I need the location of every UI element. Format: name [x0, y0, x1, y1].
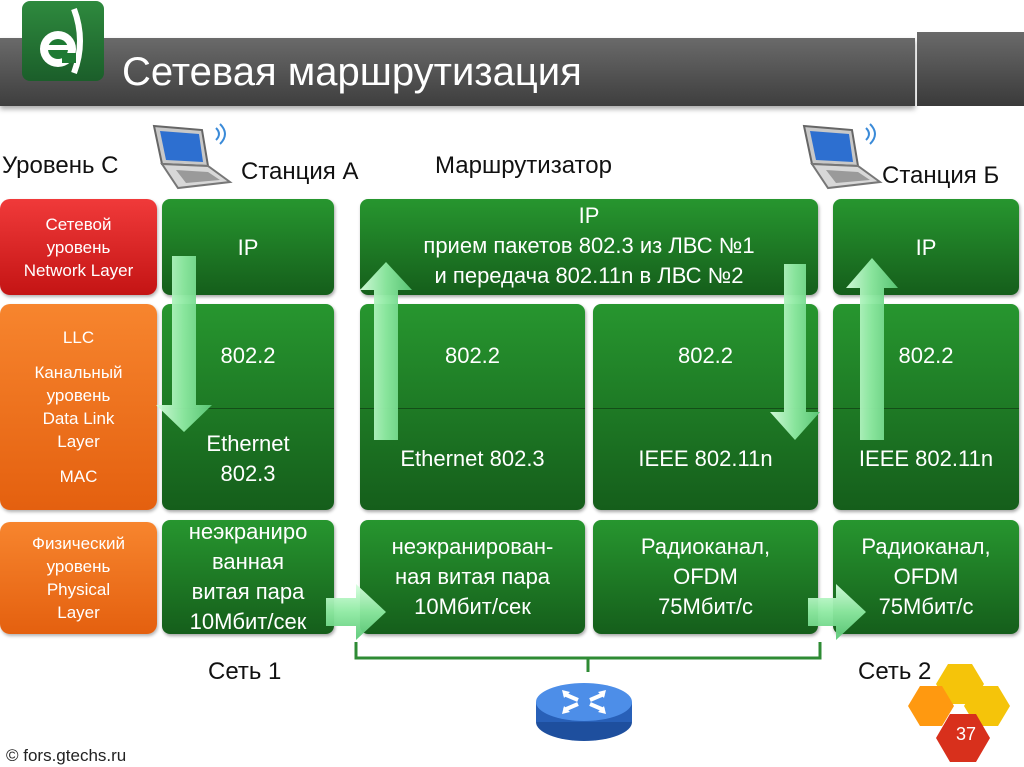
physical-layer-line: Physical	[46, 580, 111, 599]
network-layer-line: уровень	[46, 237, 111, 257]
datalink-layer-line: MAC	[59, 467, 98, 486]
block-text: прием пакетов 802.3 из ЛВС №1	[423, 233, 755, 258]
physical-layer-line: Layer	[57, 603, 100, 622]
station-a-physical-block: неэкраниро ванная витая пара 10Мбит/сек	[162, 519, 334, 634]
block-text: витая пара	[191, 579, 305, 604]
logo-icon	[22, 1, 104, 81]
physical-layer-line: Физический	[32, 534, 125, 553]
datalink-layer-line: LLC	[62, 328, 95, 347]
router-icon	[534, 678, 634, 749]
station-b-physical-block: Радиоканал, OFDM 75Мбит/с	[833, 520, 1019, 634]
router-right-physical-block: Радиоканал, OFDM 75Мбит/с	[593, 520, 818, 634]
station-b-datalink-block: 802.2 IEEE 802.11n	[833, 304, 1019, 510]
block-text: неэкраниро	[188, 519, 308, 544]
block-text: 802.2	[898, 343, 954, 368]
laptop-icon	[800, 122, 884, 197]
block-text: 802.2	[220, 343, 276, 368]
block-text: Ethernet 802.3	[400, 446, 545, 471]
source-footer: © fors.gtechs.ru	[6, 746, 127, 765]
physical-layer-line: уровень	[46, 557, 111, 576]
block-text: 802.2	[444, 343, 501, 368]
level-label: Уровень С	[2, 152, 119, 179]
datalink-layer-line: Канальный	[34, 363, 123, 382]
block-text: IP	[237, 235, 259, 260]
station-b-label: Станция Б	[882, 162, 1000, 189]
datalink-layer-line: Layer	[57, 432, 100, 451]
block-text: 10Мбит/сек	[414, 594, 531, 619]
page-title: Сетевая маршрутизация	[122, 50, 582, 94]
block-text: ванная	[211, 549, 285, 574]
block-text: Радиоканал,	[640, 534, 771, 559]
router-right-datalink-block: 802.2 IEEE 802.11n	[593, 304, 818, 510]
datalink-layer-box: LLC Канальный уровень Data Link Layer MA…	[0, 304, 157, 510]
block-text: Радиоканал,	[861, 534, 991, 559]
block-text: ная витая пара	[394, 564, 551, 589]
block-text: IP	[915, 235, 937, 260]
station-a-ip-block: IP	[162, 199, 334, 295]
network-layer-line: Network Layer	[23, 260, 134, 280]
router-bracket	[354, 642, 822, 672]
network-2-label: Сеть 2	[858, 658, 932, 685]
title-bar-end	[917, 32, 1024, 106]
hexagon-decoration	[908, 664, 1010, 762]
station-b-ip-block: IP	[833, 199, 1019, 295]
block-text: OFDM	[673, 564, 738, 589]
station-a-datalink-block: 802.2 Ethernet 802.3	[162, 304, 334, 510]
block-text: IEEE 802.11n	[858, 446, 994, 471]
datalink-layer-line: Data Link	[42, 409, 115, 428]
block-text: неэкранирован-	[391, 534, 554, 559]
router-label: Маршрутизатор	[435, 152, 612, 179]
block-text: 802.3	[220, 461, 276, 486]
block-text: 75Мбит/с	[658, 594, 753, 619]
physical-layer-box: Физический уровень Physical Layer	[0, 522, 157, 634]
block-text: 802.2	[677, 343, 734, 368]
block-text: IEEE 802.11n	[638, 446, 773, 471]
network-layer-box: Сетевой уровень Network Layer	[0, 199, 157, 295]
router-left-physical-block: неэкранирован- ная витая пара 10Мбит/сек	[360, 520, 585, 634]
laptop-icon	[150, 122, 234, 197]
block-text-group: Ethernet 802.3	[162, 409, 334, 509]
network-layer-line: Сетевой	[45, 214, 112, 234]
block-text: 75Мбит/с	[878, 594, 974, 619]
block-text: OFDM	[893, 564, 959, 589]
block-text: IP	[578, 203, 600, 228]
datalink-layer-line: уровень	[46, 386, 111, 405]
station-a-label: Станция А	[241, 158, 359, 185]
router-left-datalink-block: 802.2 Ethernet 802.3	[360, 304, 585, 510]
block-text: 10Мбит/сек	[189, 609, 307, 634]
page-number: 37	[956, 724, 977, 744]
block-text: Ethernet	[206, 431, 290, 456]
router-ip-block: IP прием пакетов 802.3 из ЛВС №1 и перед…	[360, 199, 818, 295]
title-bar	[0, 38, 915, 106]
network-1-label: Сеть 1	[208, 658, 282, 685]
block-text: и передача 802.11n в ЛВС №2	[434, 263, 744, 288]
